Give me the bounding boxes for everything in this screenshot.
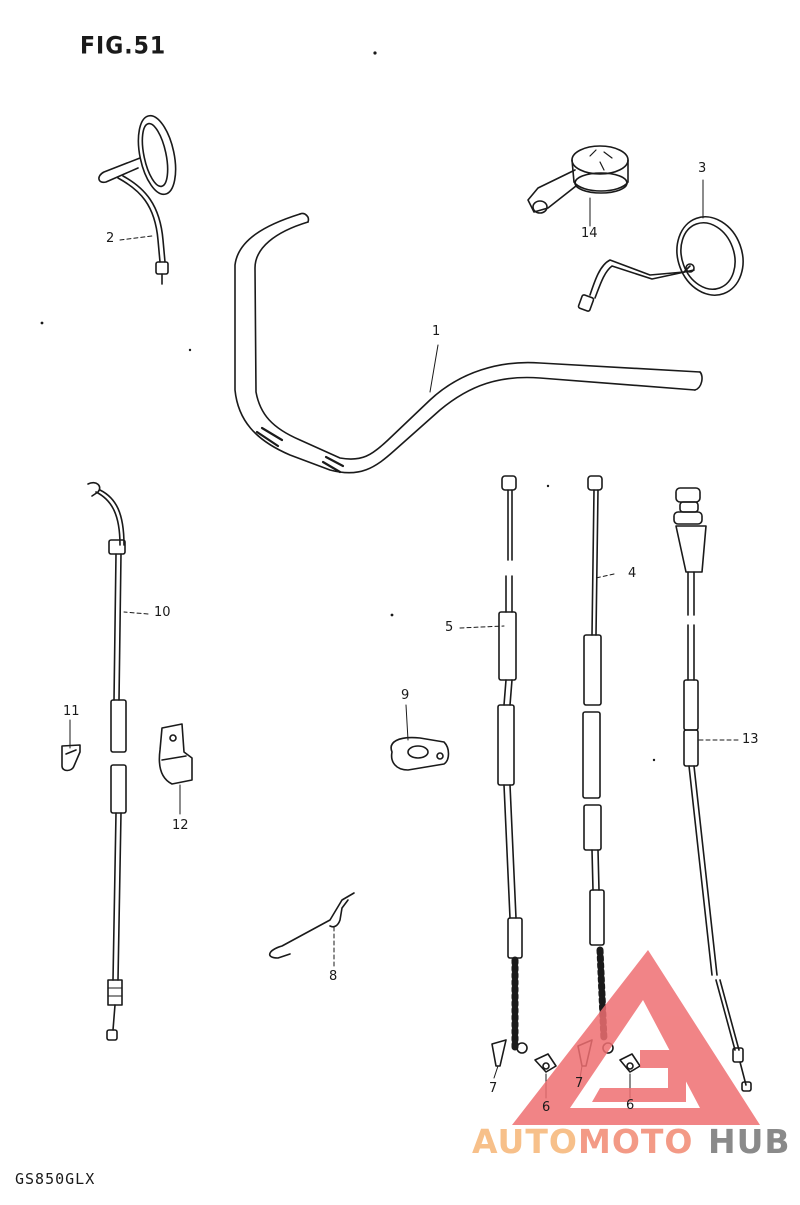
left-mirror — [98, 114, 177, 285]
callout-9: 9 — [401, 688, 410, 703]
scan-specks — [40, 51, 656, 762]
watermark-logo-triangle — [512, 950, 760, 1125]
cable-guide-9 — [390, 736, 450, 771]
pin-7-left — [491, 1039, 507, 1067]
callout-1: 1 — [432, 324, 441, 339]
handlebar — [234, 212, 703, 474]
callout-14: 14 — [581, 226, 598, 241]
wire-clamp-8 — [269, 892, 355, 959]
cable-5 — [497, 475, 528, 1054]
model-code: GS850GLX — [15, 1170, 96, 1188]
callout-5: 5 — [445, 620, 454, 635]
bolt-6-left — [534, 1053, 557, 1073]
callout-11: 11 — [63, 704, 80, 719]
choke-knob-switch — [527, 145, 629, 214]
callout-13: 13 — [742, 732, 759, 747]
callout-10: 10 — [154, 605, 171, 620]
callout-4: 4 — [628, 566, 637, 581]
callout-8: 8 — [329, 969, 338, 984]
right-mirror — [577, 216, 744, 312]
cable-4 — [582, 475, 614, 1054]
watermark-moto: MOTO — [578, 1122, 694, 1161]
cable-10 — [87, 481, 127, 1041]
watermark-auto: AUTO — [472, 1122, 578, 1161]
bolt-6-right — [619, 1053, 641, 1073]
figure-title: FIG.51 — [80, 32, 167, 61]
cable-clip-11 — [61, 744, 81, 772]
callout-3: 3 — [698, 161, 707, 176]
choke-cable-13 — [673, 487, 752, 1092]
leader-lines — [69, 179, 739, 1099]
callout-12: 12 — [172, 818, 189, 833]
watermark-hub: HUB — [708, 1122, 791, 1161]
callout-6b: 6 — [626, 1098, 635, 1113]
callout-7b: 7 — [575, 1076, 584, 1091]
callout-6a: 6 — [542, 1100, 551, 1115]
callout-7a: 7 — [489, 1081, 498, 1096]
cable-bracket-12 — [158, 723, 193, 785]
callout-2: 2 — [106, 231, 115, 246]
